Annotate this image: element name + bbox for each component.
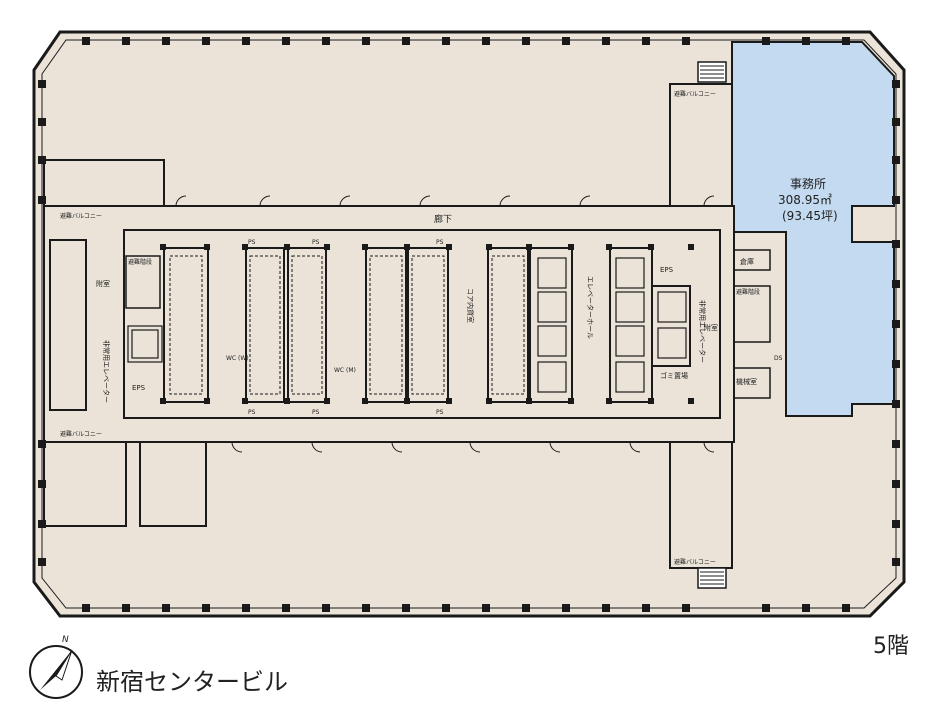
ds-label: DS (774, 355, 783, 362)
building-inner-wall (41, 39, 897, 609)
storage-room (733, 249, 771, 271)
elevator-banks (163, 247, 691, 403)
elevator-cars (169, 255, 525, 395)
emergency-elevator-left: 非常用エレベーター (102, 340, 111, 403)
door-swings (175, 195, 715, 453)
balcony-block-north (669, 83, 733, 207)
corridor-label: 廊下 (434, 213, 452, 225)
building-name: 新宿センタービル (96, 668, 288, 696)
ps-6: PS (436, 409, 444, 416)
wc-men: WC (M) (334, 367, 356, 374)
office-area-tsubo: (93.45坪) (782, 209, 838, 223)
elevator-hall-label: エレベーターホール (586, 276, 595, 339)
wc-women: WC (W) (226, 355, 249, 362)
stairs-label-right: 避難階段 (736, 288, 760, 296)
machine-room-label: 機械室 (736, 377, 757, 386)
emergency-elevator-right: 非常用エレベーター (698, 300, 707, 363)
office-area-m2: 308.95㎡ (778, 193, 832, 207)
refuge-balcony-s: 避難バルコニー (674, 558, 716, 566)
core-rental-label: コア内貸室 (466, 288, 475, 323)
left-room-lower-a (43, 441, 127, 527)
stair-right (733, 285, 771, 343)
ps-5: PS (312, 409, 320, 416)
ps-4: PS (248, 409, 256, 416)
garbage-label: ゴミ置場 (660, 371, 688, 380)
eps-right: EPS (660, 266, 674, 274)
anteroom-left: 附室 (96, 279, 110, 288)
left-shaft (49, 239, 87, 411)
eps-left: EPS (132, 384, 146, 392)
floor-label: 5階 (873, 634, 909, 659)
refuge-balcony-sw: 避難バルコニー (60, 430, 102, 438)
structural-columns (38, 37, 900, 612)
balcony-block-south (669, 441, 733, 569)
ps-2: PS (312, 239, 320, 246)
left-room-lower-b (139, 441, 207, 527)
compass-label: N (62, 635, 69, 645)
refuge-balcony-nw: 避難バルコニー (60, 212, 102, 220)
stair-top (697, 61, 727, 83)
storage-label: 倉庫 (740, 257, 754, 266)
machine-room (733, 367, 771, 399)
ps-3: PS (436, 239, 444, 246)
left-room-upper (43, 159, 165, 207)
stairs-label-left: 避難階段 (128, 258, 152, 266)
ps-1: PS (248, 239, 256, 246)
office-name: 事務所 (790, 177, 826, 191)
compass-icon (29, 645, 83, 699)
anteroom-right: 附室 (704, 323, 718, 332)
refuge-balcony-n: 避難バルコニー (674, 90, 716, 98)
elevator-cars-solid (127, 257, 687, 393)
stair-left (125, 255, 161, 309)
stair-bottom (697, 567, 727, 589)
core-inner (123, 229, 721, 419)
